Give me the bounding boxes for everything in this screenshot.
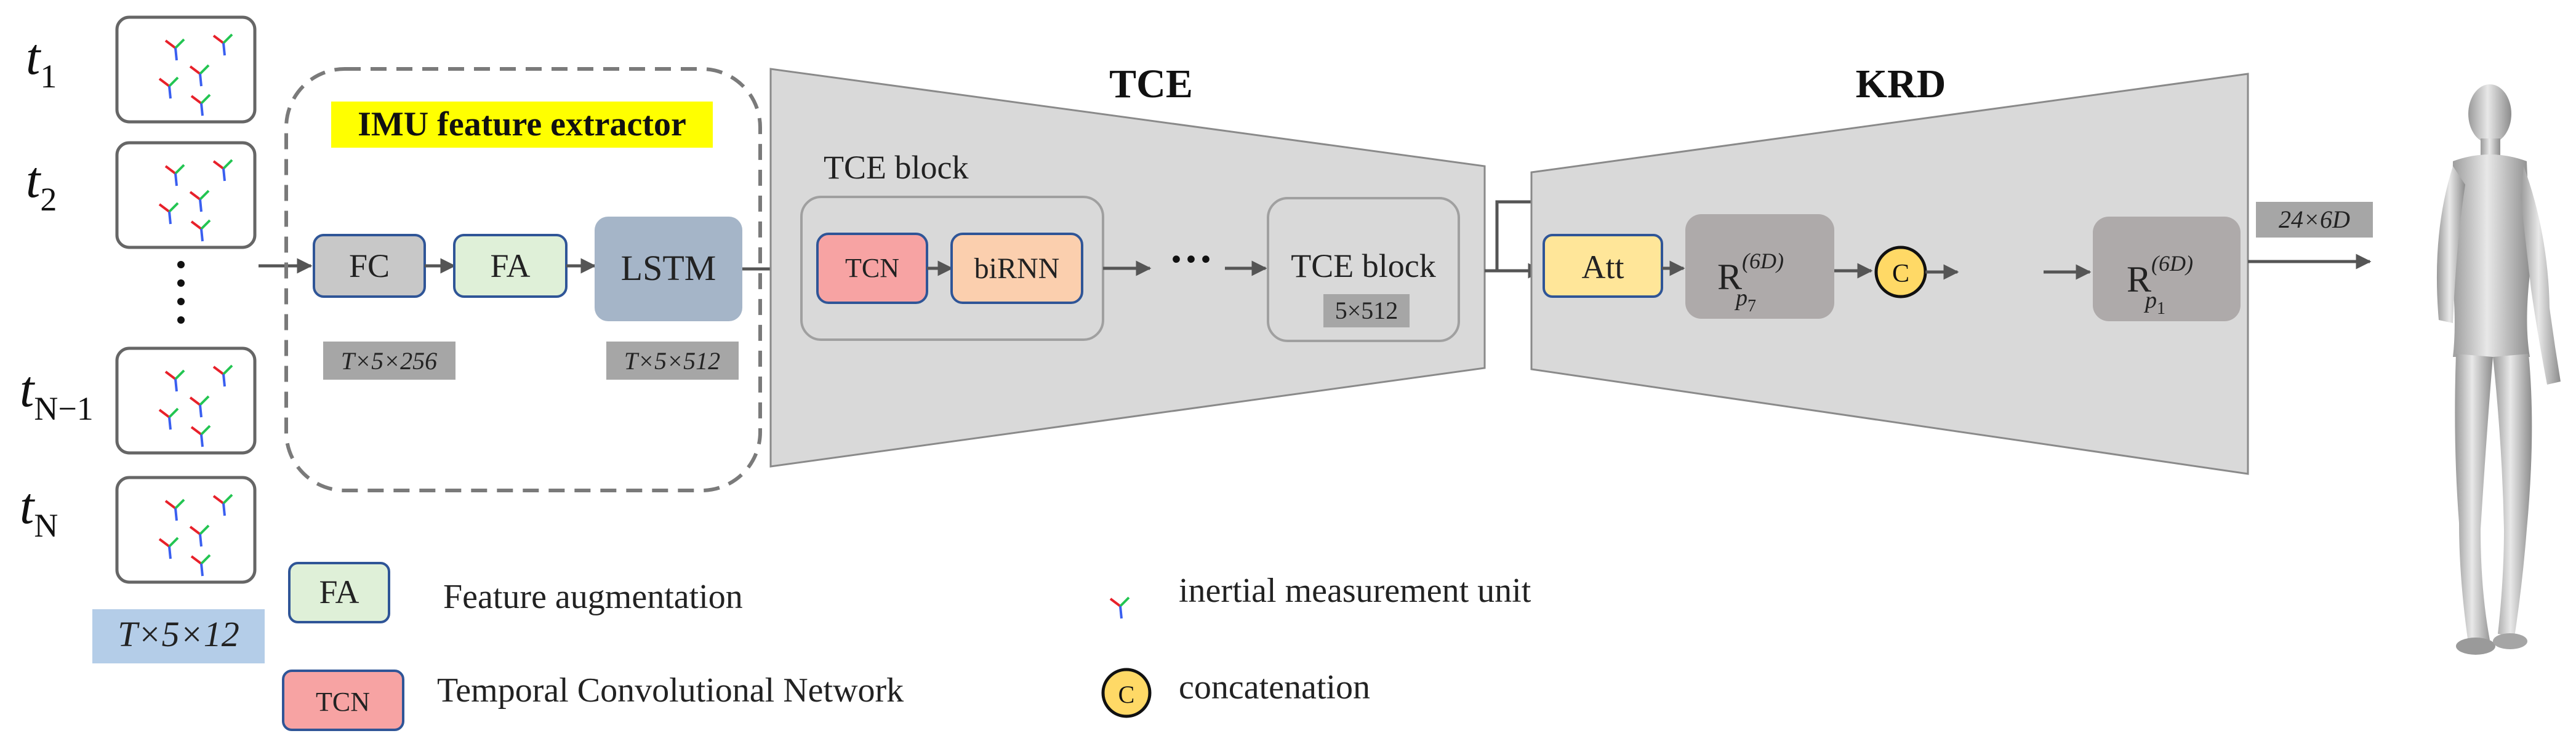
svg-text:C: C (1892, 260, 1909, 288)
legend-imu-text: inertial measurement unit (1179, 572, 1531, 610)
time-step-n-minus-1: tN−1 (20, 361, 94, 427)
imu-feature-extractor: IMU feature extractor FC FA LSTM T×5×256… (284, 67, 762, 492)
svg-text:biRNN: biRNN (974, 252, 1060, 285)
tce-block-2 (1267, 197, 1460, 342)
att-box: Att (1543, 234, 1663, 298)
extractor-dashed-border (284, 67, 762, 492)
svg-text:R(6D)p1: R(6D)p1 (2127, 251, 2193, 318)
fa-box: FA (453, 234, 568, 298)
rotation-p1-box: R(6D)p1 (2093, 217, 2241, 321)
svg-text:t2: t2 (26, 151, 57, 218)
svg-text:Att: Att (1581, 249, 1624, 286)
output-shape-label: 24×6D (2256, 202, 2373, 238)
lstm-box: LSTM (595, 217, 742, 321)
imu-frame-2 (115, 141, 257, 249)
fc-box: FC (313, 234, 426, 298)
legend-tcn-box (282, 670, 404, 731)
human-body-figure (2436, 84, 2561, 655)
legend-concat-text: concatenation (1179, 668, 1370, 706)
legend: FA Feature augmentation TCN Temporal Con… (282, 562, 1531, 731)
imu-frame-n (115, 476, 257, 584)
imu-frame-n-minus-1 (115, 346, 257, 455)
concat-node: C (1874, 246, 1927, 298)
tcn-box: TCN (816, 233, 928, 304)
legend-tcn: TCN Temporal Convolutional Network (282, 670, 904, 731)
svg-text:FC: FC (349, 247, 390, 284)
vertical-ellipsis (177, 261, 185, 324)
extractor-title-highlight (331, 102, 713, 148)
time-step-1: t1 (26, 28, 57, 95)
tce-block-2-shape-bg (1323, 294, 1410, 327)
legend-fa-box-label: FA (319, 574, 359, 610)
svg-text:T×5×12: T×5×12 (118, 614, 239, 654)
lstm-shape-label: T×5×512 (606, 342, 739, 380)
legend-concat: C concatenation (1101, 668, 1370, 718)
tce-block-title: TCE block (824, 149, 968, 186)
svg-text:R(6D)p7: R(6D)p7 (1717, 249, 1784, 316)
imu-frame-1 (115, 15, 257, 124)
legend-fa: FA Feature augmentation (288, 562, 743, 623)
tce-ellipsis: ··· (1169, 234, 1213, 284)
legend-fa-text: Feature augmentation (443, 578, 743, 616)
svg-text:t1: t1 (26, 28, 57, 95)
extractor-title: IMU feature extractor (358, 105, 686, 143)
legend-imu: inertial measurement unit (1109, 572, 1531, 620)
svg-text:tN: tN (20, 478, 58, 544)
svg-text:LSTM: LSTM (621, 248, 716, 288)
krd-title: KRD (1856, 62, 1946, 106)
imu-icon (1109, 596, 1130, 620)
tce-block-2-shape: 5×512 (1335, 297, 1398, 324)
svg-text:TCN: TCN (845, 253, 899, 283)
svg-text:FA: FA (490, 247, 530, 284)
birnn-box: biRNN (950, 233, 1083, 304)
legend-tcn-box-label: TCN (316, 687, 370, 717)
legend-concat-circle (1101, 668, 1152, 718)
krd-module: KRD Att R(6D)p7 C R(6D)p1 (1530, 62, 2249, 475)
tce-block-2-title: TCE block (1291, 247, 1435, 284)
tce-title: TCE (1109, 62, 1193, 106)
input-shape-label: T×5×12 (92, 609, 265, 663)
time-step-2: t2 (26, 151, 57, 218)
legend-tcn-text: Temporal Convolutional Network (437, 671, 904, 710)
tce-module: TCE TCE block TCN biRNN ··· TCE block 5×… (769, 62, 1486, 468)
time-step-n: tN (20, 478, 58, 544)
svg-text:T×5×512: T×5×512 (624, 347, 720, 375)
legend-fa-box (288, 562, 390, 623)
rotation-p7-box: R(6D)p7 (1685, 214, 1834, 319)
svg-text:tN−1: tN−1 (20, 361, 94, 427)
svg-text:T×5×256: T×5×256 (341, 347, 437, 375)
legend-concat-label: C (1118, 681, 1135, 708)
svg-text:24×6D: 24×6D (2279, 206, 2350, 233)
fc-shape-label: T×5×256 (323, 342, 455, 380)
